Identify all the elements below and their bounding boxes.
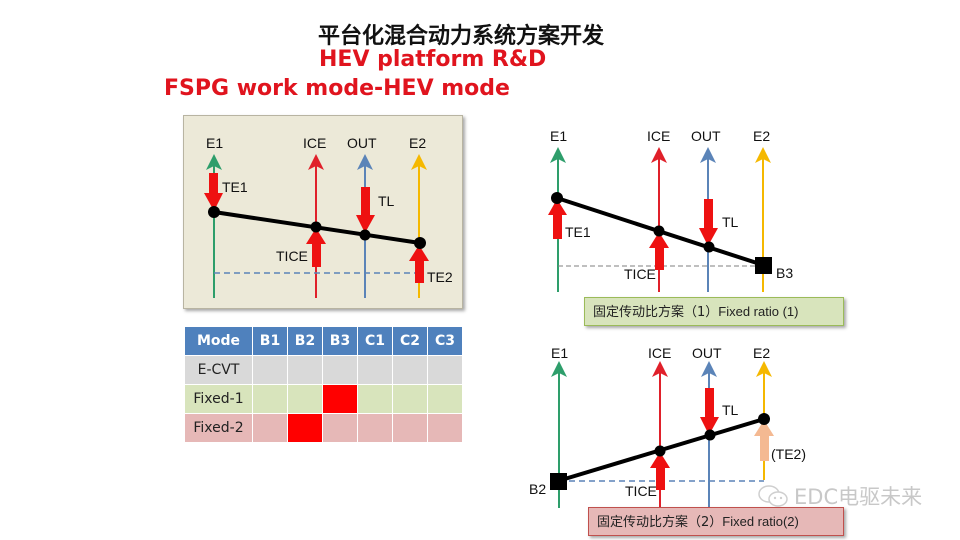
tice-arrow-icon: [649, 232, 669, 270]
fixed-ratio-2-diagram: E1 ICE OUT E2 TICE TL (TE2): [529, 345, 806, 508]
header-c1: C1: [358, 327, 392, 355]
cell-c1: [358, 414, 392, 442]
table-header-row: Mode B1 B2 B3 C1 C2 C3: [185, 327, 462, 355]
mode-name: Fixed-1: [185, 385, 252, 413]
e2-node: [414, 237, 426, 249]
mode-name: E-CVT: [185, 356, 252, 384]
tice-label: TICE: [624, 266, 656, 282]
cell-c2: [393, 414, 427, 442]
brake-b3-label: B3: [776, 265, 793, 281]
tice-arrow-icon: [650, 452, 670, 490]
cell-c2: [393, 356, 427, 384]
tl-label: TL: [722, 214, 739, 230]
mode-name: Fixed-2: [185, 414, 252, 442]
axis-label-e2: E2: [753, 128, 770, 144]
axis-label-ice: ICE: [303, 135, 326, 151]
e1-node: [551, 192, 563, 204]
watermark: EDC电驱未来: [758, 481, 922, 511]
te1-label: TE1: [222, 179, 248, 195]
header-c3: C3: [428, 327, 462, 355]
tl-label: TL: [378, 193, 395, 209]
cell-b1: [253, 414, 287, 442]
tice-arrow-icon: [306, 228, 326, 267]
out-node: [359, 229, 371, 241]
e2-node: [758, 413, 770, 425]
table-row: Fixed-1: [185, 385, 462, 413]
axis-label-e2: E2: [753, 345, 770, 361]
cell-c1: [358, 385, 392, 413]
te1-arrow-icon: [204, 173, 223, 211]
table-row: E-CVT: [185, 356, 462, 384]
ice-node: [654, 445, 666, 457]
cell-b3-active: [323, 385, 357, 413]
axis-label-ice: ICE: [648, 345, 671, 361]
e1-node: [208, 206, 220, 218]
header-c2: C2: [393, 327, 427, 355]
ice-node: [310, 221, 322, 233]
cell-b2: [288, 385, 322, 413]
header-mode: Mode: [185, 327, 252, 355]
axis-label-ice: ICE: [647, 128, 670, 144]
caption-cn: 固定传动比方案（1）: [593, 305, 719, 320]
ice-node: [653, 225, 665, 237]
cell-b3: [323, 356, 357, 384]
te2-label: TE2: [427, 269, 453, 285]
cell-c3: [428, 414, 462, 442]
cell-c3: [428, 385, 462, 413]
header-b2: B2: [288, 327, 322, 355]
axis-label-e1: E1: [206, 135, 223, 151]
cell-b1: [253, 356, 287, 384]
tice-label: TICE: [276, 248, 308, 264]
fixed-ratio-2-caption: 固定传动比方案（2）Fixed ratio(2): [588, 507, 844, 536]
tl-arrow-icon: [356, 187, 375, 233]
tice-label: TICE: [625, 483, 657, 499]
out-node: [703, 241, 715, 253]
brake-b2-square-icon: [550, 473, 567, 490]
watermark-text: EDC电驱未来: [794, 485, 923, 509]
axis-label-e1: E1: [551, 345, 568, 361]
wechat-icon: [758, 484, 788, 508]
cell-b3: [323, 414, 357, 442]
fixed-ratio-1-caption: 固定传动比方案（1）Fixed ratio (1): [584, 297, 844, 326]
title-cn: 平台化混合动力系统方案开发: [318, 24, 605, 49]
table-row: Fixed-2: [185, 414, 462, 442]
te1-label: TE1: [565, 224, 591, 240]
cell-c3: [428, 356, 462, 384]
cell-b2-active: [288, 414, 322, 442]
caption-en: Fixed ratio(2): [722, 514, 799, 529]
title-en: HEV platform R&D: [319, 47, 547, 72]
axis-label-e1: E1: [550, 128, 567, 144]
cell-c1: [358, 356, 392, 384]
te1-arrow-icon: [548, 199, 567, 239]
brake-b2-label: B2: [529, 481, 546, 497]
fixed-ratio-1-diagram: E1 ICE OUT E2 TE1 TICE TL B3: [548, 128, 793, 292]
te2-label: (TE2): [771, 446, 806, 462]
axis-label-out: OUT: [347, 135, 377, 151]
left-diagram: E1 ICE OUT E2 TE1 TICE TL: [204, 135, 453, 298]
caption-en: Fixed ratio (1): [718, 304, 799, 319]
brake-b3-square-icon: [755, 257, 772, 274]
tl-label: TL: [722, 402, 739, 418]
cell-b2: [288, 356, 322, 384]
axis-label-out: OUT: [692, 345, 722, 361]
subtitle: FSPG work mode-HEV mode: [164, 76, 510, 101]
axis-label-e2: E2: [409, 135, 426, 151]
caption-cn: 固定传动比方案（2）: [597, 515, 723, 530]
out-node: [704, 429, 716, 441]
tl-arrow-icon: [700, 388, 719, 435]
te2-arrow-icon: [754, 420, 774, 461]
axis-label-out: OUT: [691, 128, 721, 144]
mode-table: Mode B1 B2 B3 C1 C2 C3 E-CVT Fixed-1: [184, 326, 463, 443]
cell-c2: [393, 385, 427, 413]
header-b3: B3: [323, 327, 357, 355]
cell-b1: [253, 385, 287, 413]
header-b1: B1: [253, 327, 287, 355]
te2-arrow-icon: [409, 245, 429, 283]
tl-arrow-icon: [699, 199, 718, 246]
